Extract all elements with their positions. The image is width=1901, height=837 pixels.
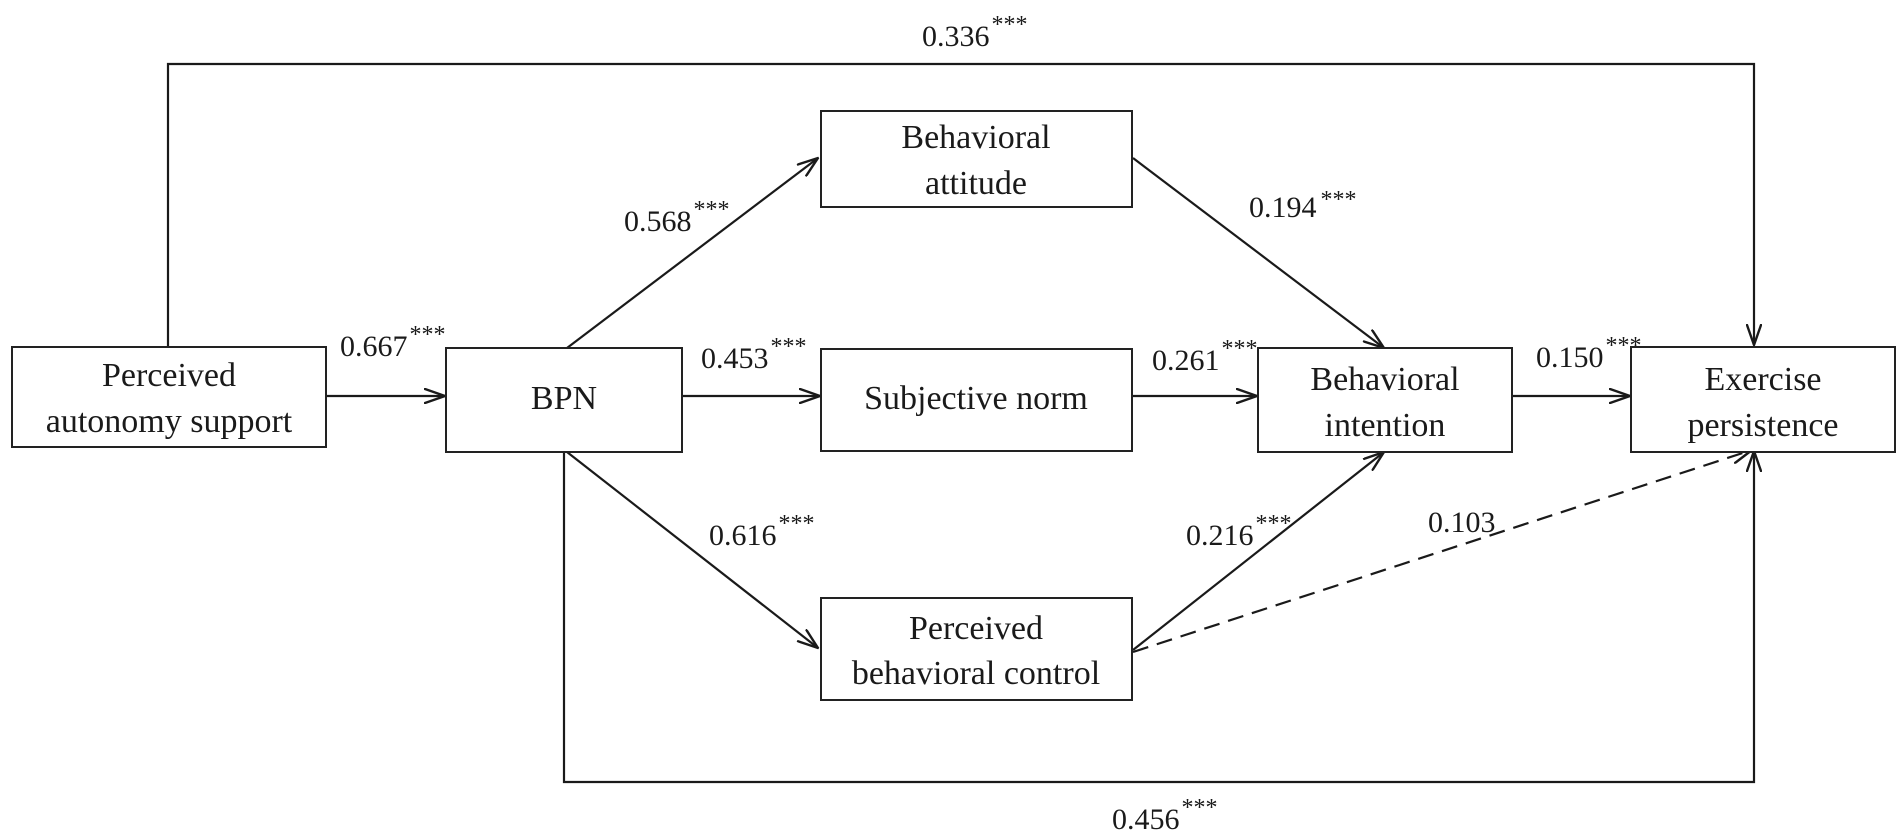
coef-sn-bi: 0.261*** xyxy=(1152,336,1258,377)
coef-bi-ep-sig: *** xyxy=(1606,333,1642,359)
node-subjective-norm-label: Subjective norm xyxy=(864,380,1088,417)
node-perceived-behavioral-control-line-1: Perceived xyxy=(909,610,1043,647)
coef-sn-bi-sig: *** xyxy=(1222,336,1258,362)
edge-ba-bi xyxy=(1132,157,1384,348)
nodes: Perceived autonomy support BPN Behaviora… xyxy=(11,110,1896,701)
coef-bpn-ep: 0.456*** xyxy=(1112,795,1218,836)
edge-pbc-ep xyxy=(1132,450,1752,654)
node-behavioral-intention-line-1: Behavioral xyxy=(1310,361,1459,398)
node-subjective-norm: Subjective norm xyxy=(820,348,1133,452)
node-behavioral-attitude-line-2: attitude xyxy=(925,165,1027,202)
node-behavioral-attitude-line-1: Behavioral xyxy=(901,119,1050,156)
node-perceived-behavioral-control: Perceived behavioral control xyxy=(820,597,1133,701)
node-perceived-behavioral-control-line-2: behavioral control xyxy=(852,655,1100,692)
coef-pbc-ep-value: 0.103 xyxy=(1428,506,1496,539)
coef-pas-ep-value: 0.336 xyxy=(922,20,990,53)
node-perceived-autonomy-support-line-2: autonomy support xyxy=(46,403,293,440)
coef-bpn-ep-value: 0.456 xyxy=(1112,803,1180,836)
node-exercise-persistence: Exercise persistence xyxy=(1630,346,1896,453)
coef-pbc-ep: 0.103 xyxy=(1428,506,1496,539)
node-bpn: BPN xyxy=(445,347,683,453)
coef-bpn-ba-value: 0.568 xyxy=(624,205,692,238)
coefficients: 0.667*** 0.568*** 0.453*** 0.616*** 0.19… xyxy=(340,12,1642,836)
coef-ba-bi: 0.194*** xyxy=(1249,187,1357,224)
coef-pas-bpn-value: 0.667 xyxy=(340,330,408,363)
coef-pbc-bi: 0.216*** xyxy=(1186,511,1292,552)
edge-bpn-ba xyxy=(566,158,818,349)
coef-bpn-ba-sig: *** xyxy=(694,197,730,223)
coef-ba-bi-value: 0.194 xyxy=(1249,191,1317,224)
edge-bpn-pbc xyxy=(566,451,818,648)
coef-pas-ep-sig: *** xyxy=(992,12,1028,38)
node-behavioral-intention-line-2: intention xyxy=(1325,407,1446,444)
coef-bi-ep: 0.150*** xyxy=(1536,333,1642,374)
node-behavioral-intention: Behavioral intention xyxy=(1257,347,1513,453)
edge-pas-ep xyxy=(166,62,1754,347)
coef-ba-bi-sig: *** xyxy=(1321,187,1357,213)
coef-bi-ep-value: 0.150 xyxy=(1536,341,1604,374)
edge-pbc-bi xyxy=(1132,452,1384,651)
node-exercise-persistence-line-1: Exercise xyxy=(1704,361,1821,398)
node-bpn-label: BPN xyxy=(531,380,597,417)
coef-bpn-ba: 0.568*** xyxy=(624,197,730,238)
coef-sn-bi-value: 0.261 xyxy=(1152,344,1220,377)
node-perceived-autonomy-support: Perceived autonomy support xyxy=(11,346,327,448)
edges xyxy=(166,62,1754,784)
node-behavioral-attitude: Behavioral attitude xyxy=(820,110,1133,208)
coef-pas-bpn-sig: *** xyxy=(410,322,446,348)
coef-bpn-sn: 0.453*** xyxy=(701,334,807,375)
node-exercise-persistence-line-2: persistence xyxy=(1687,407,1838,444)
coef-bpn-pbc-value: 0.616 xyxy=(709,519,777,552)
edge-bpn-ep xyxy=(562,451,1754,784)
coef-pbc-bi-sig: *** xyxy=(1256,511,1292,537)
coef-bpn-ep-sig: *** xyxy=(1182,795,1218,821)
node-perceived-autonomy-support-line-1: Perceived xyxy=(102,357,236,394)
coef-pas-ep: 0.336*** xyxy=(922,12,1028,53)
coef-bpn-pbc-sig: *** xyxy=(779,511,815,537)
coef-pbc-bi-value: 0.216 xyxy=(1186,519,1254,552)
coef-bpn-sn-value: 0.453 xyxy=(701,342,769,375)
coef-pas-bpn: 0.667*** xyxy=(340,322,446,363)
coef-bpn-pbc: 0.616*** xyxy=(709,511,815,552)
coef-bpn-sn-sig: *** xyxy=(771,334,807,360)
